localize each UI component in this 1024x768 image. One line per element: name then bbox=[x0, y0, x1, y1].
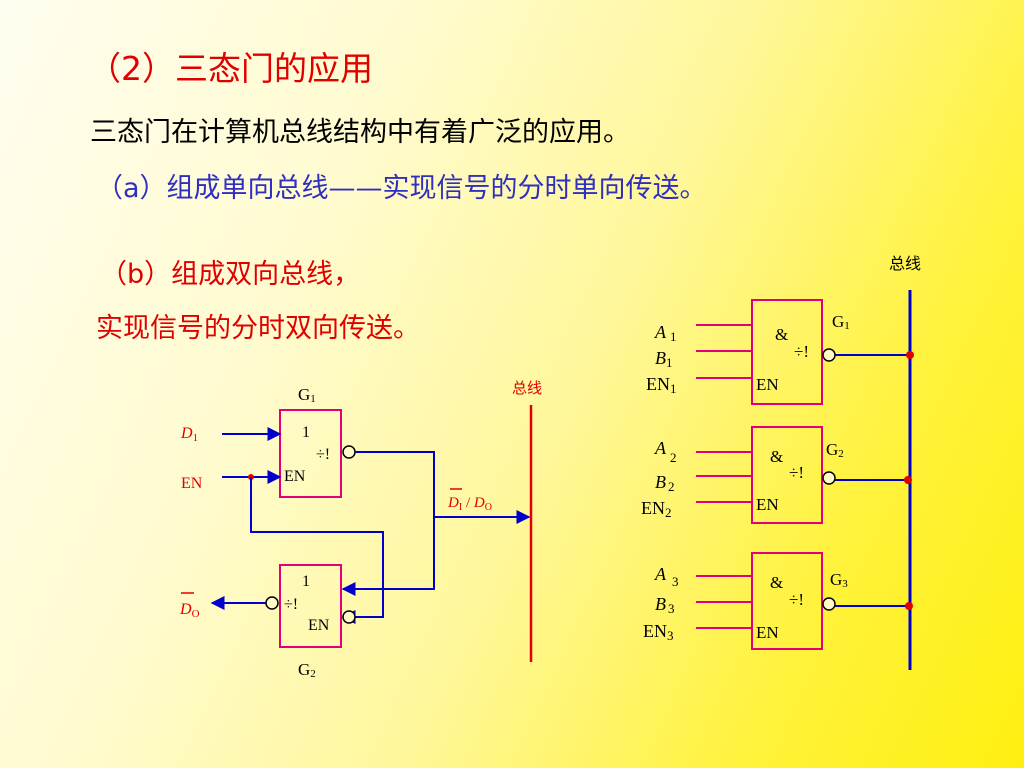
right-gate-2-symbol: & bbox=[770, 447, 783, 466]
right-gate-2-en: EN bbox=[756, 495, 779, 514]
item-b-line1: （b）组成双向总线， bbox=[100, 259, 361, 290]
gate-g2-symbol: 1 bbox=[302, 573, 310, 590]
g1-output-wire bbox=[355, 451, 531, 524]
right-gate-3-en: EN bbox=[756, 623, 779, 642]
input-d1-label: D1 bbox=[180, 425, 198, 444]
intro-text: 三态门在计算机总线结构中有着广泛的应用。 bbox=[90, 117, 630, 148]
right-gate-2-junction bbox=[904, 476, 912, 484]
gate-g2-label: G2 bbox=[298, 660, 316, 680]
right-gate-3-symbol: & bbox=[770, 573, 783, 592]
bus-to-g2-wire bbox=[341, 517, 435, 596]
gate-g1-en: EN bbox=[284, 468, 306, 485]
left-bidirectional-diagram: 总线 G1 1 ÷! EN D1 EN DI / DO 1 ÷! EN G2 bbox=[179, 379, 542, 680]
right-gate-2-label-en: EN2 bbox=[641, 498, 672, 520]
slide-title: （2）三态门的应用 bbox=[88, 49, 373, 88]
gate-g2-en-bubble bbox=[342, 610, 356, 624]
left-bus-label: 总线 bbox=[512, 379, 542, 397]
item-a-text: （a）组成单向总线——实现信号的分时单向传送。 bbox=[96, 173, 707, 204]
right-gate-1-symbol: & bbox=[775, 325, 788, 344]
right-gate-1-junction bbox=[906, 351, 914, 359]
right-gate-2-name: G2 bbox=[826, 440, 844, 460]
right-gate-3-bubble bbox=[822, 597, 836, 611]
right-gate-1-label-b: B1 bbox=[655, 348, 673, 370]
gate-g2-en: EN bbox=[308, 617, 330, 634]
gate-g2-bubble bbox=[265, 596, 279, 610]
input-en-label: EN bbox=[181, 475, 203, 492]
right-gate-1-label-en: EN1 bbox=[646, 374, 677, 396]
gate-g2-box bbox=[279, 564, 342, 648]
right-gate-3-label-en: EN3 bbox=[643, 621, 674, 643]
gate-g1-box bbox=[279, 409, 342, 498]
right-gate-1-tri: ÷! bbox=[794, 342, 809, 361]
bus-signal-label: DI / DO bbox=[447, 495, 492, 513]
en-branch-wire bbox=[250, 477, 384, 624]
gate-g1-label: G1 bbox=[298, 385, 316, 405]
output-do-label: DO bbox=[179, 601, 200, 620]
right-gate-3-name: G3 bbox=[830, 570, 848, 590]
gate-g1-tristate: ÷! bbox=[316, 446, 330, 463]
right-gate-3-junction bbox=[905, 602, 913, 610]
gate-g1-symbol: 1 bbox=[302, 424, 310, 441]
right-bus-label: 总线 bbox=[889, 254, 921, 273]
gate-g1-bubble bbox=[342, 445, 356, 459]
right-gate-1-name: G1 bbox=[832, 312, 850, 332]
right-gate-3-tri: ÷! bbox=[789, 590, 804, 609]
right-gate-2-tri: ÷! bbox=[789, 463, 804, 482]
right-gate-1-en: EN bbox=[756, 375, 779, 394]
right-gate-1-bubble bbox=[822, 348, 836, 362]
right-gate-2-bubble bbox=[822, 471, 836, 485]
item-b-line2: 实现信号的分时双向传送。 bbox=[96, 313, 420, 344]
gate-g2-tristate: ÷! bbox=[284, 596, 298, 613]
